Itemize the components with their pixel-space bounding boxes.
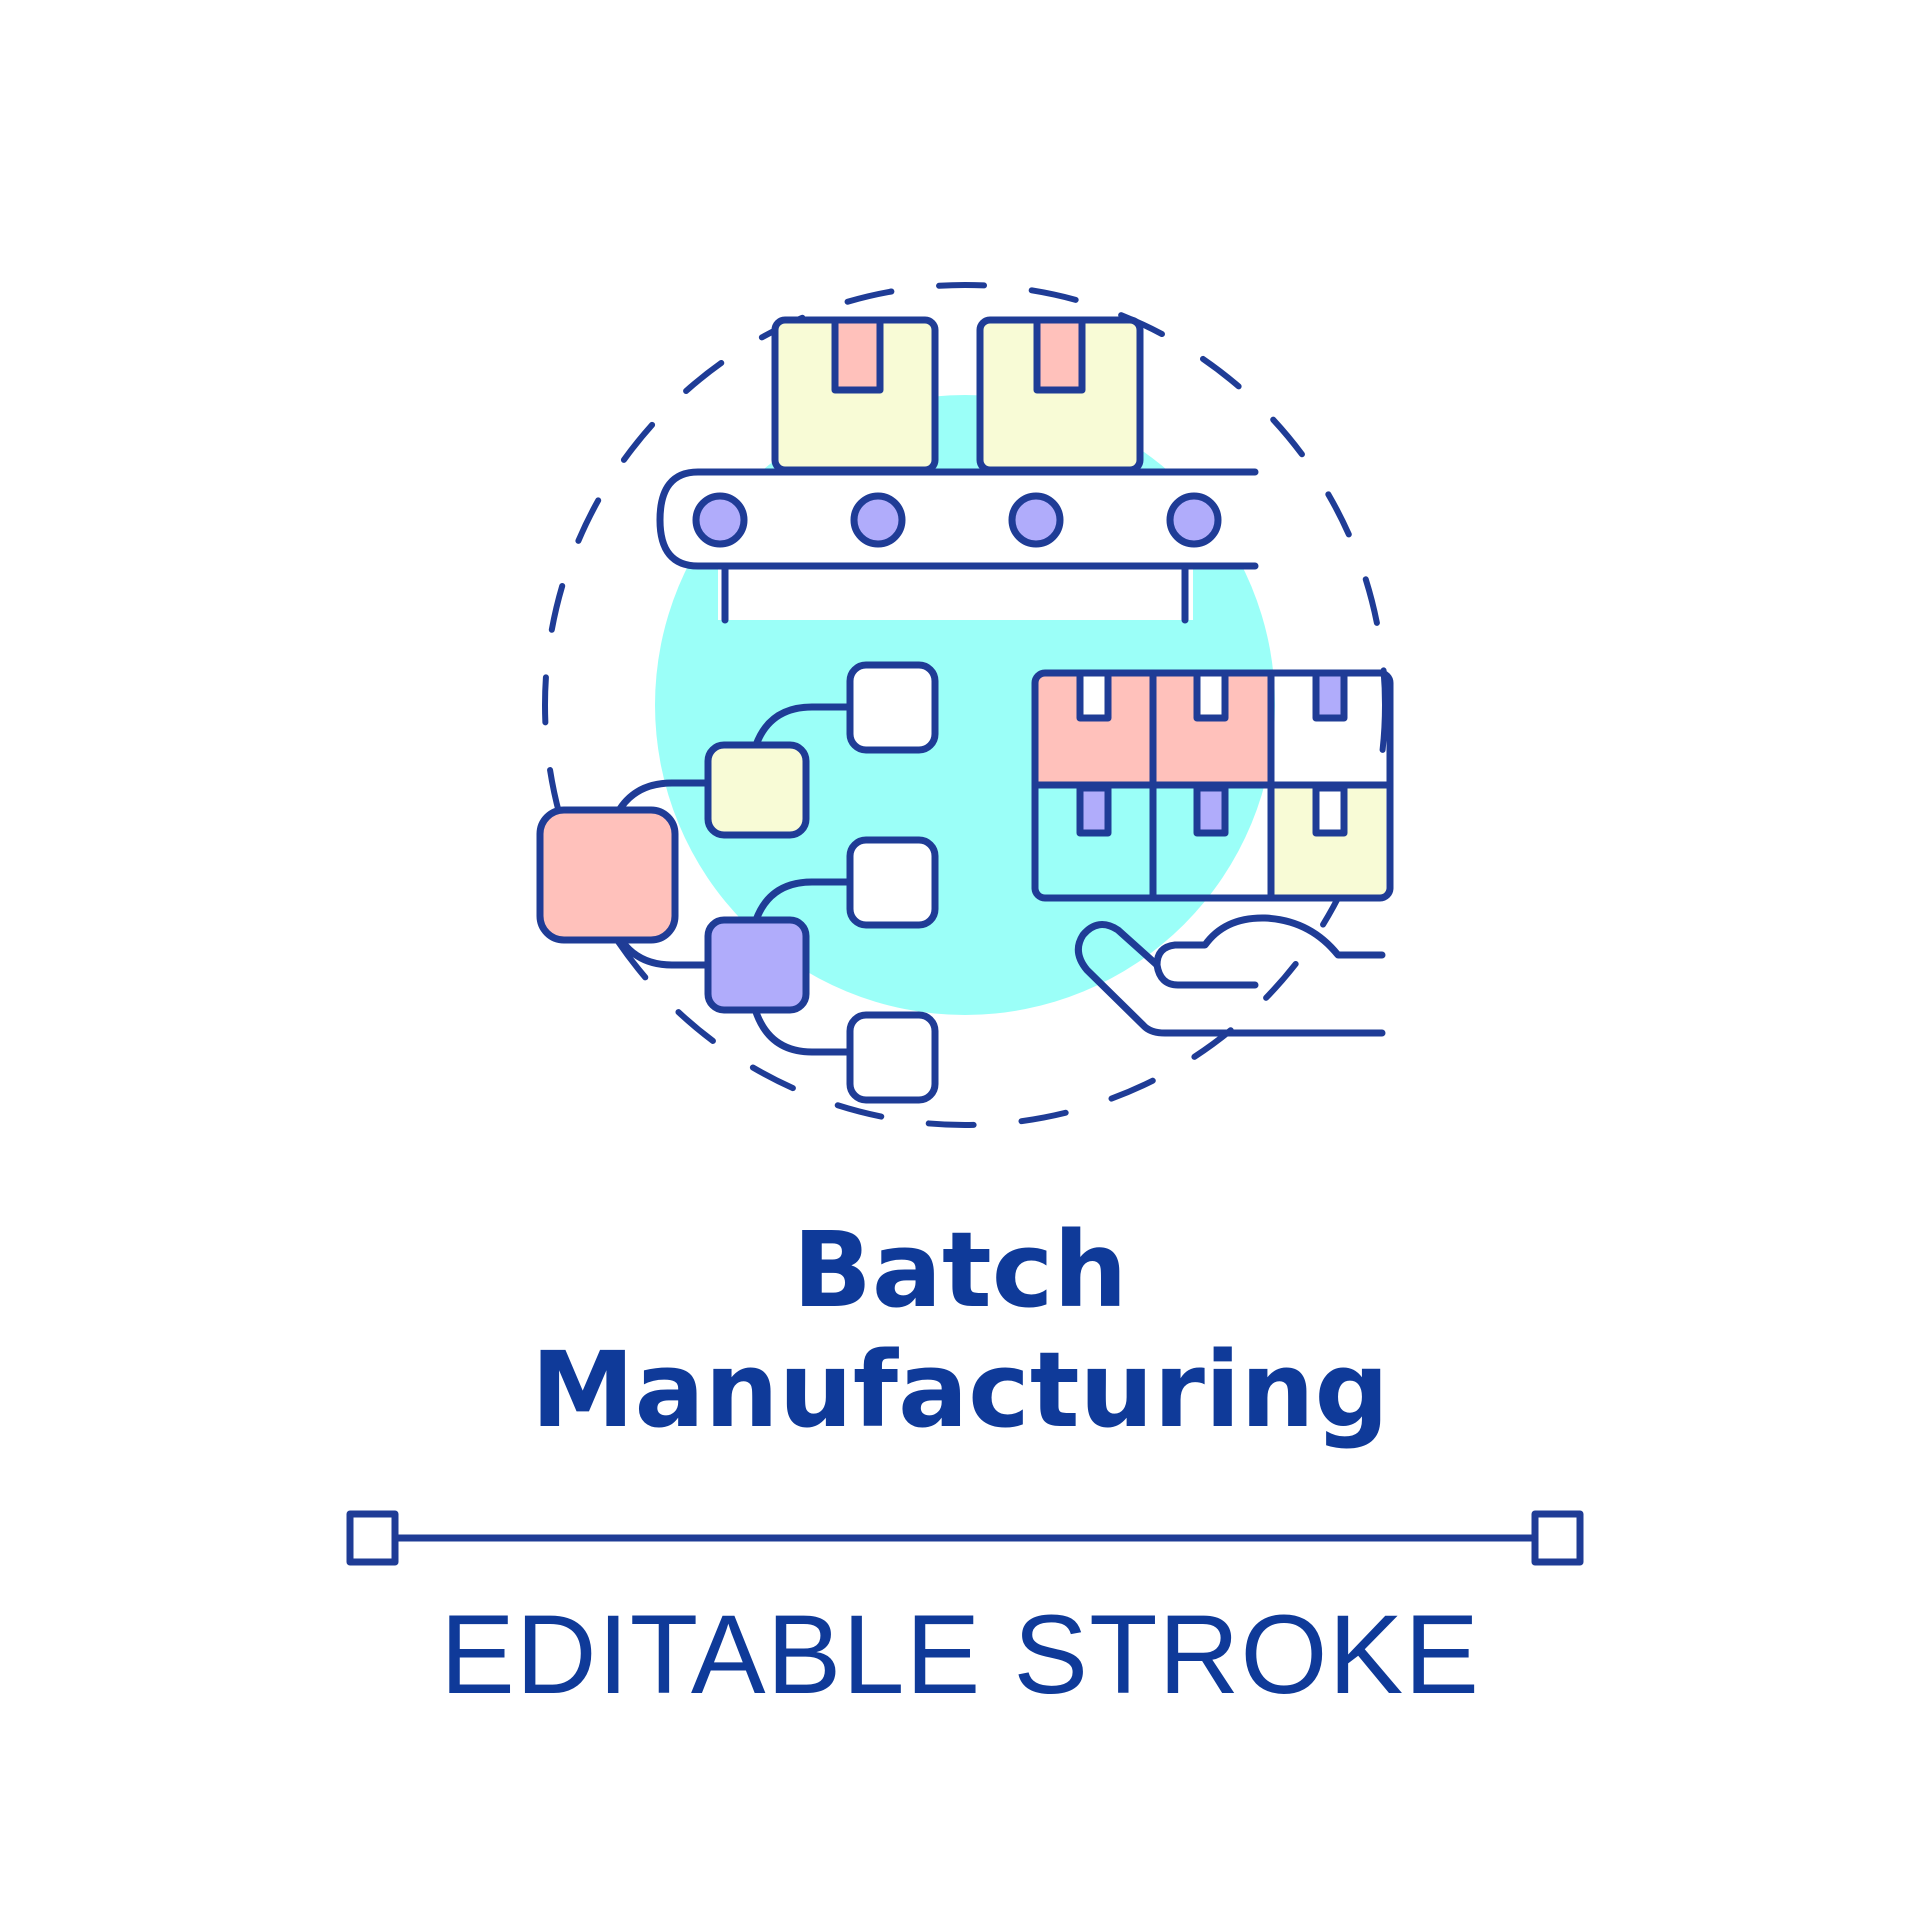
hand-icon: [1074, 914, 1386, 1037]
editable-stroke-line: [346, 1510, 1584, 1566]
box-crate-icon: [1031, 669, 1394, 902]
title-line-1: Batch: [792, 1209, 1128, 1331]
left-handle-square: [346, 1510, 399, 1566]
cardboard-box-icon: [976, 316, 1144, 474]
conveyor-shadow-gap: [718, 568, 1193, 620]
title-line-2: Manufacturing: [531, 1329, 1389, 1451]
conveyor-belt-icon: [656, 316, 1259, 624]
editable-stroke-label: EDITABLE STROKE: [440, 1592, 1480, 1717]
dashed-ring: [542, 282, 1388, 1128]
cardboard-box-icon: [771, 316, 939, 474]
process-tree-icon: [536, 661, 939, 1104]
right-handle-square: [1531, 1510, 1584, 1566]
